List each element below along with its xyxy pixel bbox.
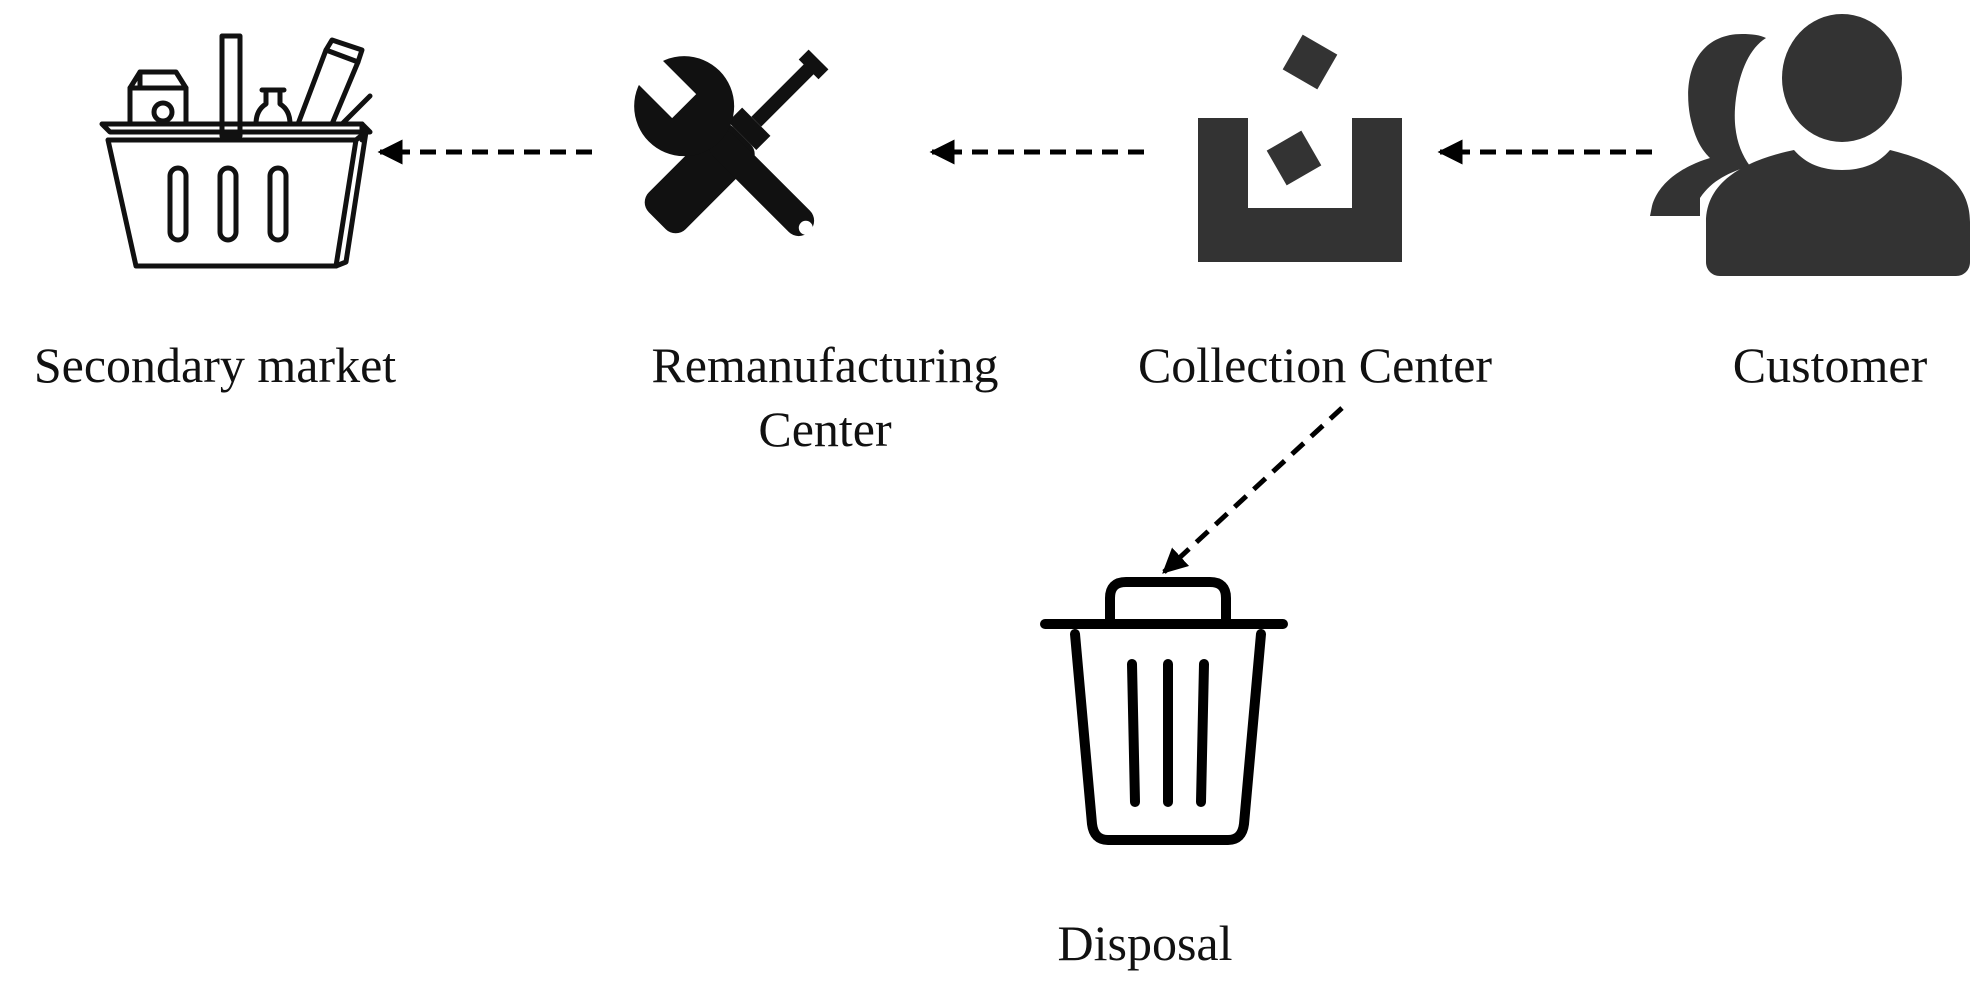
trash-can-icon: [1040, 577, 1288, 845]
remanufacturing-center-label: Remanufacturing Center: [605, 333, 1045, 461]
disposal-label-text: Disposal: [1057, 915, 1233, 971]
secondary-market-label-text: Secondary market: [33, 337, 397, 393]
shopping-basket-icon: [99, 33, 373, 269]
secondary-market-label: Secondary market: [0, 333, 430, 397]
tools-wrench-screwdriver-icon: [622, 44, 829, 237]
customer-label: Customer: [1700, 333, 1960, 397]
customer-label-text: Customer: [1732, 337, 1928, 393]
collection-center-label-text: Collection Center: [1137, 337, 1493, 393]
disposal-label: Disposal: [1000, 911, 1290, 975]
users-icon: [1650, 14, 1970, 276]
remanufacturing-label-line1: Remanufacturing: [651, 337, 999, 393]
remanufacturing-label-line2: Center: [758, 401, 892, 457]
collection-box-icon: [1198, 34, 1402, 262]
collection-center-label: Collection Center: [1110, 333, 1520, 397]
arrow-collection-to-disposal: [1162, 406, 1344, 574]
